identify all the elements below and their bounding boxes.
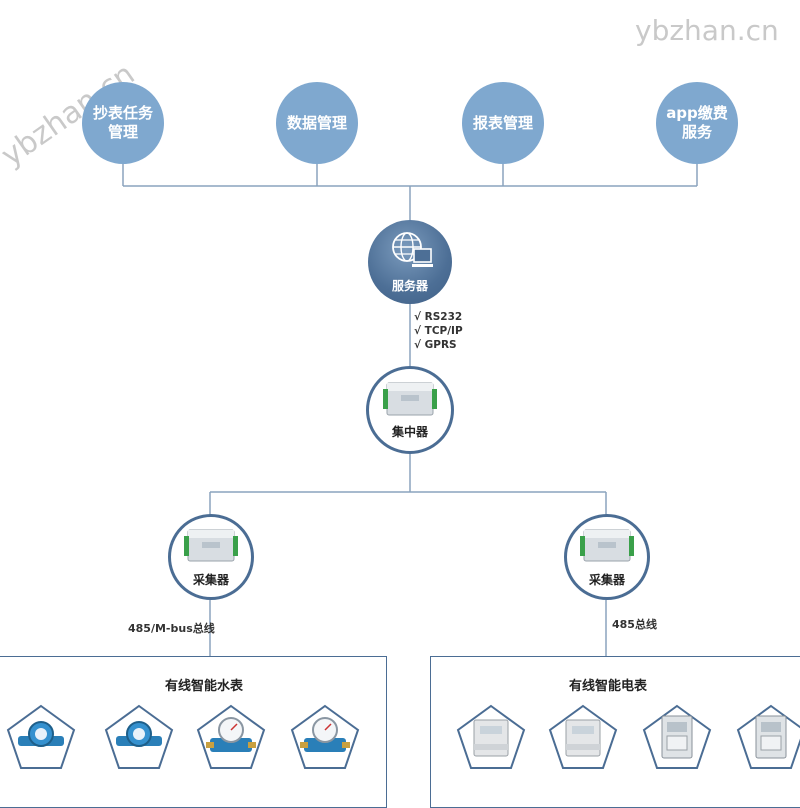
water-meter-icon [104, 704, 174, 769]
node-data-management: 数据管理 [276, 82, 358, 164]
protocol-gprs: √ GPRS [414, 339, 457, 351]
node-app-payment: app缴费 服务 [656, 82, 738, 164]
electric-meter-icon [642, 704, 712, 769]
collector-device-icon [184, 529, 238, 562]
protocol-tcpip: √ TCP/IP [414, 325, 463, 337]
collector-right-node: 采集器 [564, 514, 650, 600]
protocol-rs232: √ RS232 [414, 311, 463, 323]
watermark-top-right: ybzhan.cn [635, 14, 779, 47]
electric-meter-icon [736, 704, 800, 769]
node-report-management: 报表管理 [462, 82, 544, 164]
protocol-list: √ RS232 √ TCP/IP √ GPRS [414, 310, 463, 352]
concentrator-node: 集中器 [366, 366, 454, 454]
globe-computer-icon [392, 232, 433, 267]
water-meter-group-title: 有线智能水表 [165, 679, 244, 694]
concentrator-label: 集中器 [391, 425, 428, 439]
node-meter-reading-task: 抄表任务 管理 [82, 82, 164, 164]
server-node: 服务器 [368, 220, 452, 304]
bus-label-right: 485总线 [612, 618, 657, 631]
concentrator-device-icon [383, 382, 437, 416]
water-meter-dial-icon [290, 704, 360, 769]
collector-left-label: 采集器 [192, 573, 229, 587]
electric-meter-group-title: 有线智能电表 [569, 679, 648, 694]
water-meter-icon [6, 704, 76, 769]
server-label: 服务器 [391, 279, 428, 293]
collector-left-node: 采集器 [168, 514, 254, 600]
collector-device-icon [580, 529, 634, 562]
bus-label-left: 485/M-bus总线 [128, 622, 215, 635]
water-meter-dial-icon [196, 704, 266, 769]
din-rail-meter-icon [548, 704, 618, 769]
collector-right-label: 采集器 [588, 573, 625, 587]
din-rail-meter-icon [456, 704, 526, 769]
